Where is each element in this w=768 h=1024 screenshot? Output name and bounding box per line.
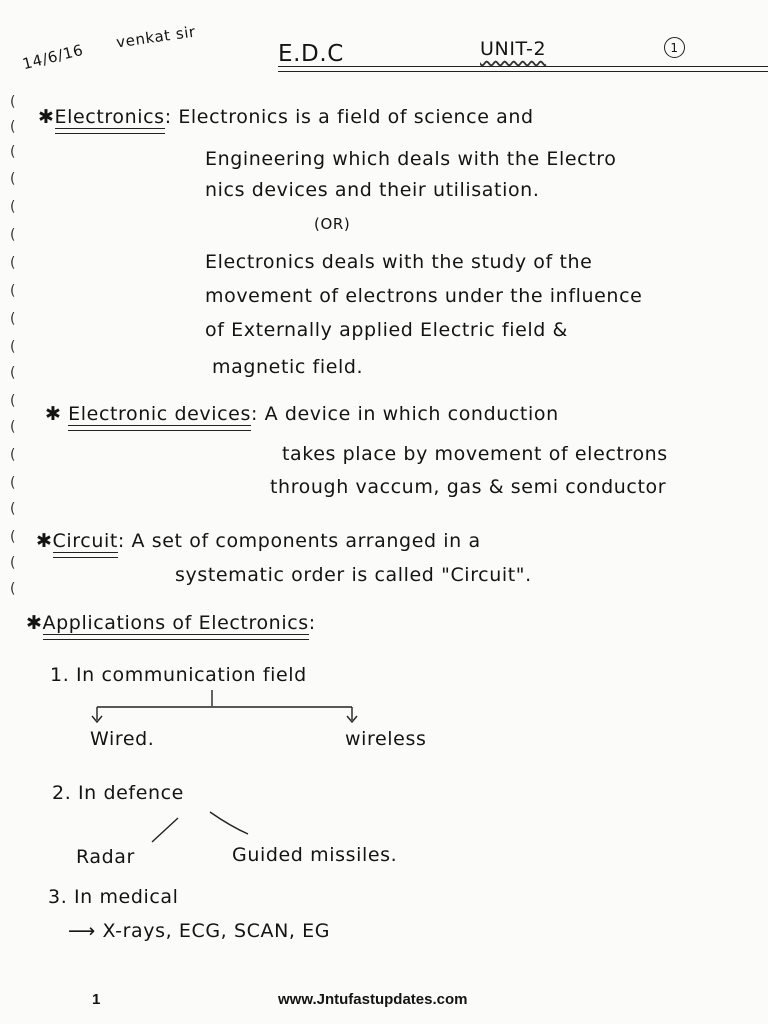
arrow-right-icon: ⟶ (68, 920, 103, 942)
applications-colon: : (308, 612, 316, 634)
margin-mark: ( (10, 144, 16, 160)
electronics-term: Electronics (54, 106, 165, 128)
asterisk-icon: ✱ (36, 530, 53, 552)
unit-label: UNIT-2 (480, 38, 547, 60)
margin-mark: ( (10, 171, 16, 187)
electronics-def-line: Engineering which deals with the Electro (205, 148, 617, 170)
margin-mark: ( (10, 119, 16, 135)
footer-website-link[interactable]: www.Jntufastupdates.com (278, 991, 468, 1008)
margin-mark: ( (10, 529, 16, 545)
application-item-label: 3. In medical (48, 886, 179, 908)
devices-term: Electronic devices (68, 403, 251, 425)
electronics-def-line: nics devices and their utilisation. (205, 179, 540, 201)
connector-line (151, 817, 179, 843)
application-branch: Wired. (90, 728, 155, 750)
devices-def-line: takes place by movement of electrons (282, 443, 668, 465)
application-item-label: 1. In communication field (50, 664, 307, 686)
electronics-def-line: magnetic field. (212, 356, 364, 378)
asterisk-icon: ✱ (26, 612, 43, 634)
application-branch: Guided missiles. (232, 844, 398, 866)
circuit-term: Circuit (52, 530, 118, 552)
page-title: E.D.C (278, 43, 768, 72)
margin-mark: ( (10, 501, 16, 517)
circuit-heading: ✱Circuit: A set of components arranged i… (36, 532, 481, 551)
connector-arrow (91, 715, 103, 724)
circuit-def-line: systematic order is called "Circuit". (175, 564, 532, 586)
margin-mark: ( (10, 393, 16, 409)
circuit-def-line: : A set of components arranged in a (117, 530, 481, 552)
margin-mark: ( (10, 475, 16, 491)
application-branch: Radar (76, 846, 135, 868)
margin-mark: ( (10, 365, 16, 381)
devices-heading: ✱ Electronic devices: A device in which … (45, 405, 559, 424)
margin-mark: ( (10, 94, 16, 110)
electronics-def-line: : Electronics is a field of science and (164, 106, 534, 128)
devices-def-line: : A device in which conduction (250, 403, 559, 425)
connector-line (209, 811, 249, 835)
asterisk-icon: ✱ (45, 403, 62, 425)
asterisk-icon: ✱ (38, 106, 55, 128)
margin-mark: ( (10, 227, 16, 243)
application-detail-text: X-rays, ECG, SCAN, EG (102, 920, 331, 942)
devices-def-line: through vaccum, gas & semi conductor (270, 476, 667, 498)
application-item-label: 2. In defence (52, 782, 184, 804)
margin-mark: ( (10, 419, 16, 435)
margin-mark: ( (10, 555, 16, 571)
margin-mark: ( (10, 339, 16, 355)
or-label: (OR) (314, 215, 351, 233)
connector-arrow (346, 715, 358, 724)
electronics-def-line: movement of electrons under the influenc… (205, 285, 643, 307)
applications-title: Applications of Electronics (42, 612, 309, 634)
margin-mark: ( (10, 581, 16, 597)
electronics-def-line: of Externally applied Electric field & (205, 319, 568, 341)
application-detail: ⟶ X-rays, ECG, SCAN, EG (68, 922, 330, 941)
electronics-def-line: Electronics deals with the study of the (205, 251, 593, 273)
application-branch: wireless (345, 728, 427, 750)
margin-mark: ( (10, 255, 16, 271)
margin-mark: ( (10, 283, 16, 299)
margin-mark: ( (10, 447, 16, 463)
page-circle-number: 1 (664, 37, 685, 58)
margin-mark: ( (10, 199, 16, 215)
applications-heading: ✱Applications of Electronics: (26, 614, 316, 633)
page-number: 1 (92, 991, 101, 1008)
margin-mark: ( (10, 311, 16, 327)
electronics-heading: ✱Electronics: Electronics is a field of … (38, 108, 534, 127)
